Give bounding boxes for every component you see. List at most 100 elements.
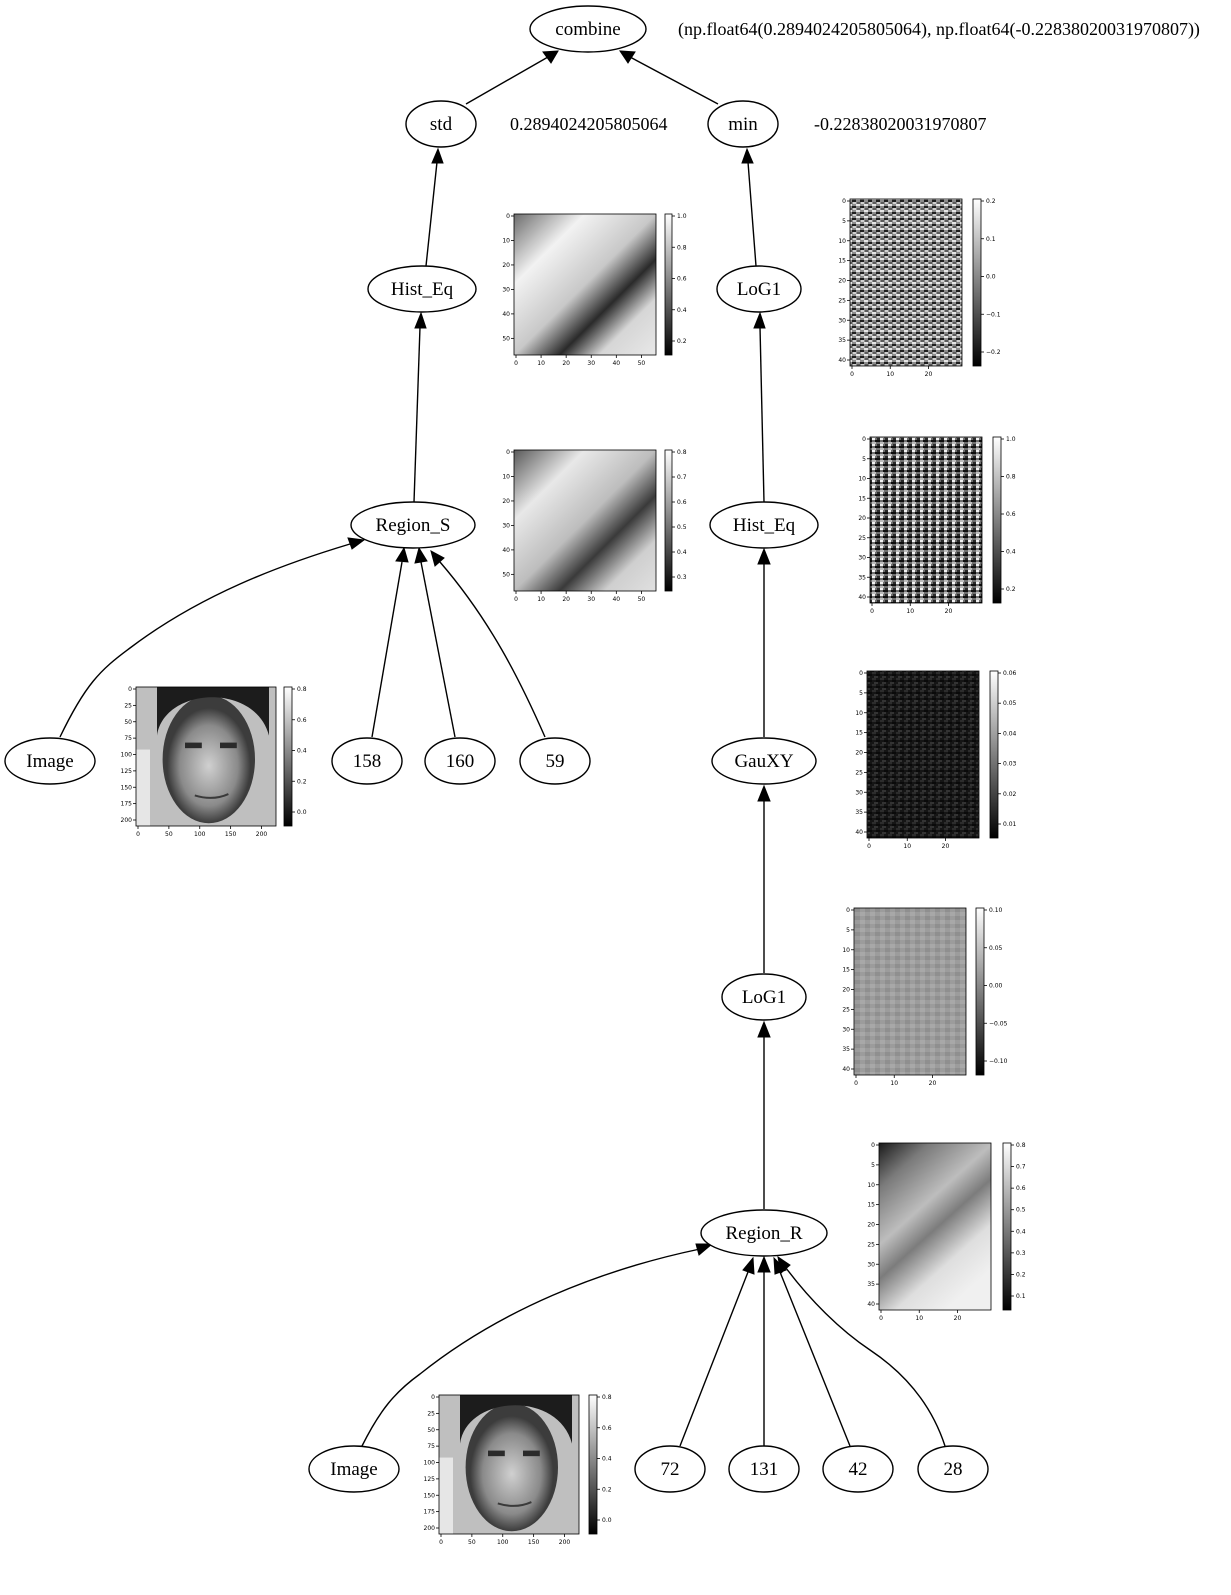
- colorbar-tick-label: 0.4: [1006, 549, 1016, 556]
- colorbar-frame: [664, 213, 673, 356]
- y-tick-label: 15: [867, 1202, 875, 1209]
- node-label: 42: [849, 1459, 868, 1480]
- colorbar-tick-label: 0.05: [1003, 700, 1017, 707]
- colorbar-tick-label: 0.6: [677, 499, 687, 506]
- colorbar-frame: [972, 198, 982, 367]
- colorbar-frame: [664, 449, 673, 592]
- node-combine: combine: [529, 5, 647, 53]
- colorbar-tick-label: 0.2: [297, 778, 307, 785]
- x-tick-label: 20: [954, 1315, 962, 1322]
- colorbar-tick-label: 0.6: [602, 1425, 612, 1432]
- colorbar-tick-label: 0.6: [1006, 511, 1016, 518]
- colorbar-tick-label: 0.4: [602, 1456, 612, 1463]
- colorbar-tick-label: 0.7: [677, 474, 687, 481]
- y-tick-label: 50: [502, 335, 510, 342]
- y-tick-label: 25: [858, 535, 866, 542]
- colorbar-frame: [283, 686, 293, 827]
- colorbar-tick-label: 0.4: [1016, 1228, 1026, 1235]
- arrowhead: [347, 537, 366, 550]
- x-tick-label: 10: [886, 371, 894, 378]
- face-shape: [162, 695, 255, 824]
- node-label: Hist_Eq: [733, 515, 796, 536]
- node-label: Image: [26, 751, 73, 772]
- y-tick-label: 35: [858, 574, 866, 581]
- heatmap-image: [514, 450, 656, 591]
- edge-region-s-to-hist-eq: [413, 326, 421, 503]
- colorbar-tick-label: 0.6: [677, 276, 687, 283]
- edge-160-to-region-s: [420, 561, 456, 738]
- arrowhead: [757, 784, 771, 802]
- y-tick-label: 25: [124, 702, 132, 709]
- y-tick-label: 25: [855, 769, 863, 776]
- heatmap-image: [870, 437, 982, 603]
- eye-shape: [488, 1450, 505, 1457]
- plot-frame: [849, 198, 963, 367]
- y-tick-label: 50: [427, 1427, 435, 1434]
- node-160: 160: [424, 737, 496, 785]
- x-tick-label: 40: [612, 596, 620, 603]
- node-label: 160: [446, 751, 475, 772]
- node-131: 131: [728, 1445, 800, 1493]
- colorbar-frame: [992, 436, 1002, 604]
- colorbar-tick-label: 0.06: [1003, 670, 1017, 677]
- node-region-r: Region_R: [700, 1209, 828, 1257]
- y-tick-label: 35: [867, 1281, 875, 1288]
- node-label: 28: [944, 1459, 963, 1480]
- eye-shape: [220, 742, 237, 749]
- y-tick-label: 15: [858, 495, 866, 502]
- colorbar: [665, 450, 672, 591]
- arrowhead: [777, 1255, 791, 1274]
- y-tick-label: 30: [867, 1261, 875, 1268]
- node-158: 158: [331, 737, 403, 785]
- y-tick-label: 175: [121, 801, 133, 808]
- mouth-shape: [497, 1501, 532, 1507]
- colorbar-tick-label: 0.3: [1016, 1250, 1026, 1257]
- y-tick-label: 10: [867, 1182, 875, 1189]
- y-tick-label: 30: [855, 789, 863, 796]
- std-value: 0.2894024205805064: [510, 114, 668, 134]
- colorbar: [990, 671, 998, 838]
- y-tick-label: 20: [842, 987, 850, 994]
- y-tick-label: 15: [842, 967, 850, 974]
- x-tick-label: 200: [256, 831, 268, 838]
- node-label: LoG1: [737, 279, 781, 300]
- y-tick-label: 0: [862, 436, 866, 443]
- colorbar-tick-label: 1.0: [1006, 436, 1016, 443]
- y-tick-label: 100: [424, 1460, 436, 1467]
- colorbar: [973, 199, 981, 366]
- x-tick-label: 50: [638, 360, 646, 367]
- plot-frame: [853, 907, 967, 1076]
- y-tick-label: 10: [858, 476, 866, 483]
- y-tick-label: 20: [838, 278, 846, 285]
- y-tick-label: 20: [502, 498, 510, 505]
- x-tick-label: 10: [906, 608, 914, 615]
- y-tick-label: 40: [858, 594, 866, 601]
- node-gauxy: GauXY: [711, 737, 817, 785]
- y-tick-label: 35: [855, 809, 863, 816]
- hair-shape: [157, 687, 269, 736]
- colorbar-tick-label: −0.2: [986, 349, 1001, 356]
- x-tick-label: 20: [562, 360, 570, 367]
- arrowhead: [757, 1255, 771, 1273]
- node-log1-bottom: LoG1: [721, 973, 807, 1021]
- y-tick-label: 0: [871, 1142, 875, 1149]
- edge-std-to-combine: [465, 56, 549, 105]
- y-tick-label: 40: [502, 311, 510, 318]
- colorbar: [993, 437, 1001, 603]
- y-tick-label: 40: [867, 1301, 875, 1308]
- y-tick-label: 35: [842, 1046, 850, 1053]
- x-tick-label: 20: [929, 1080, 937, 1087]
- colorbar-frame: [588, 1394, 598, 1535]
- node-42: 42: [822, 1445, 894, 1493]
- arrowhead: [395, 546, 409, 563]
- heatmap-image: [514, 214, 656, 355]
- y-tick-label: 35: [838, 337, 846, 344]
- y-tick-label: 30: [858, 555, 866, 562]
- colorbar: [976, 908, 984, 1075]
